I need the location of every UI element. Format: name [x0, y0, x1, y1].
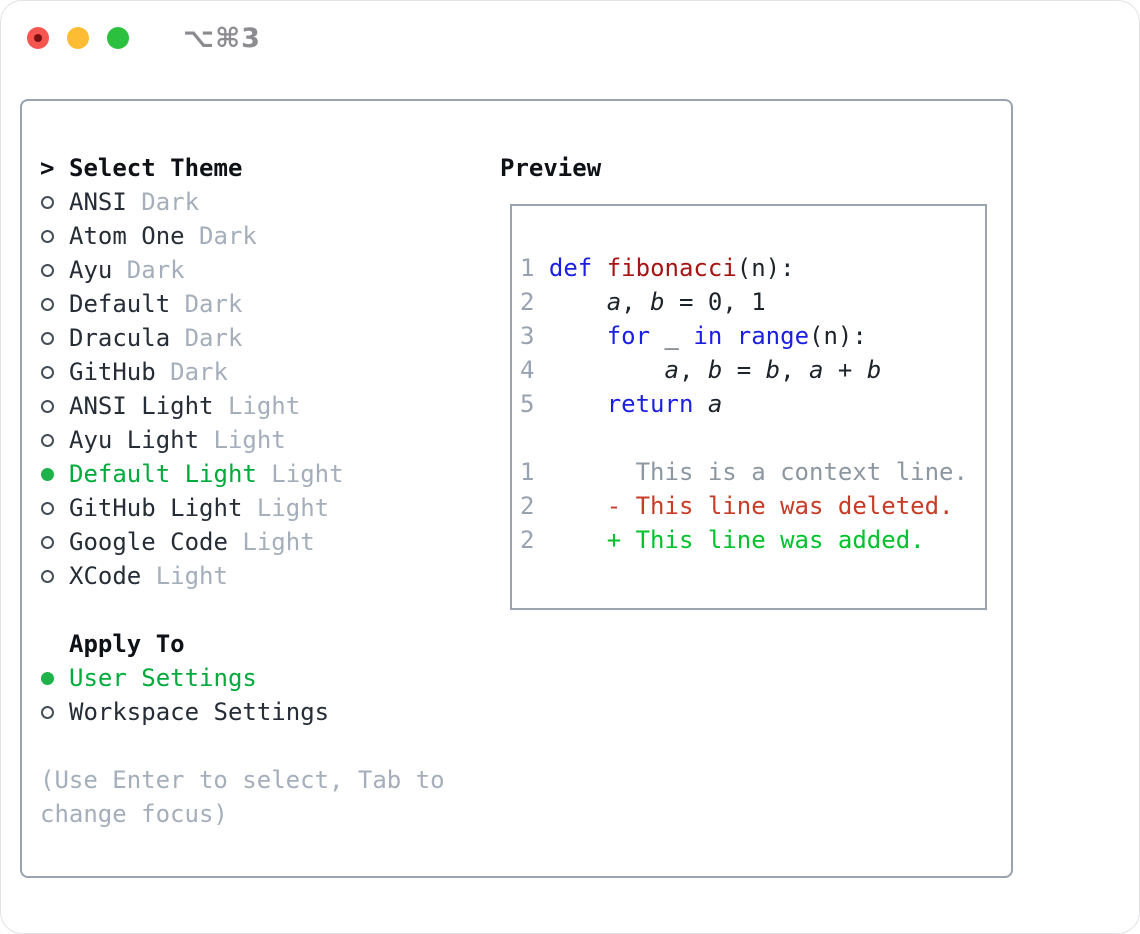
window-shortcut-label: ⌥⌘3: [183, 22, 261, 54]
line-number: 1: [520, 254, 549, 282]
theme-item-atom-one-dark[interactable]: Atom One Dark: [40, 219, 495, 253]
radio-unselected-icon: [40, 195, 69, 209]
diff-text: This is a context line.: [548, 458, 968, 486]
spacer: [40, 729, 495, 763]
preview-code-line: 5 return a: [520, 390, 723, 418]
apply-option-workspace-settings[interactable]: Workspace Settings: [40, 695, 495, 729]
apply-option-user-settings[interactable]: User Settings: [40, 661, 495, 695]
theme-item-dracula-dark[interactable]: Dracula Dark: [40, 321, 495, 355]
preview-code-line: 1 def fibonacci(n):: [520, 254, 795, 282]
close-button[interactable]: [27, 27, 49, 49]
radio-unselected-icon: [40, 229, 69, 243]
line-number: 2: [520, 526, 549, 554]
theme-item-ansi-light-light[interactable]: ANSI Light Light: [40, 389, 495, 423]
titlebar: ⌥⌘3: [27, 23, 261, 54]
theme-list-title: Select Theme: [69, 154, 243, 182]
line-number: 2: [520, 492, 549, 520]
preview-title: Preview: [500, 154, 602, 182]
theme-item-ayu-light-light[interactable]: Ayu Light Light: [40, 423, 495, 457]
preview-diff-line-added: 2 + This line was added.: [520, 523, 985, 557]
theme-variant-tag: Dark: [184, 222, 257, 250]
radio-selected-icon: [40, 671, 69, 685]
radio-unselected-icon: [40, 263, 69, 277]
theme-item-ansi-dark[interactable]: ANSI Dark: [40, 185, 495, 219]
theme-variant-tag: Dark: [155, 358, 228, 386]
theme-variant-tag: Light: [227, 528, 315, 556]
radio-unselected-icon: [40, 569, 69, 583]
theme-item-default-light-light[interactable]: Default Light Light: [40, 457, 495, 491]
theme-name: Default: [69, 290, 171, 318]
radio-unselected-icon: [40, 705, 69, 719]
hint-line: change focus): [40, 800, 228, 828]
theme-item-default-dark[interactable]: Default Dark: [40, 287, 495, 321]
theme-variant-tag: Dark: [126, 188, 200, 216]
apply-option-label: Workspace Settings: [69, 698, 330, 726]
theme-name: Atom One: [69, 222, 185, 250]
theme-variant-tag: Light: [199, 426, 286, 454]
theme-name: Ayu Light: [69, 426, 200, 454]
theme-variant-tag: Light: [141, 562, 228, 590]
theme-item-github-dark[interactable]: GitHub Dark: [40, 355, 495, 389]
theme-variant-tag: Light: [213, 392, 301, 420]
preview-code-line: 4 a, b = b, a + b: [520, 356, 882, 384]
radio-unselected-icon: [40, 365, 69, 379]
theme-name: Default Light: [69, 460, 257, 488]
preview-header: Preview: [500, 151, 601, 185]
line-number: 3: [520, 322, 549, 350]
zoom-button[interactable]: [107, 27, 129, 49]
hint-line: (Use Enter to select, Tab to: [40, 766, 445, 794]
selection-prompt-icon: >: [40, 154, 55, 182]
minimize-button[interactable]: [67, 27, 89, 49]
radio-selected-icon: [40, 467, 69, 481]
theme-list-header: > Select Theme: [40, 151, 495, 185]
apply-to-title: Apply To: [69, 630, 185, 658]
spacer: [40, 593, 495, 627]
preview-code-line: 3 for _ in range(n):: [520, 322, 867, 350]
theme-name: GitHub: [69, 358, 156, 386]
theme-variant-tag: Dark: [112, 256, 185, 284]
theme-variant-tag: Dark: [170, 324, 243, 352]
theme-item-google-code-light[interactable]: Google Code Light: [40, 525, 495, 559]
theme-name: ANSI: [69, 188, 127, 216]
line-number: 1: [520, 458, 549, 486]
line-number: 5: [520, 390, 549, 418]
close-icon: [34, 34, 42, 42]
diff-text: - This line was deleted.: [548, 492, 954, 520]
apply-to-header: Apply To: [40, 627, 495, 661]
preview-pane: 1 def fibonacci(n): 2 a, b = 0, 1 3 for _ …: [510, 204, 987, 610]
spacer: [520, 421, 985, 455]
diff-text: + This line was added.: [548, 526, 925, 554]
preview-diff-line-deleted: 2 - This line was deleted.: [520, 489, 985, 523]
theme-name: ANSI Light: [69, 392, 214, 420]
line-number: 2: [520, 288, 549, 316]
preview-diff-line-context: 1 This is a context line.: [520, 455, 985, 489]
radio-unselected-icon: [40, 535, 69, 549]
radio-unselected-icon: [40, 331, 69, 345]
theme-variant-tag: Dark: [170, 290, 243, 318]
theme-name: Ayu: [69, 256, 113, 284]
line-number: 4: [520, 356, 549, 384]
preview-content: 1 def fibonacci(n): 2 a, b = 0, 1 3 for _ …: [512, 206, 985, 557]
theme-item-github-light-light[interactable]: GitHub Light Light: [40, 491, 495, 525]
preview-code-line: 2 a, b = 0, 1: [520, 288, 766, 316]
theme-name: XCode: [69, 562, 142, 590]
radio-unselected-icon: [40, 297, 69, 311]
theme-name: GitHub Light: [69, 494, 243, 522]
hint-text: (Use Enter to select, Tab to change focus…: [40, 763, 495, 831]
theme-variant-tag: Light: [256, 460, 344, 488]
theme-name: Google Code: [69, 528, 228, 556]
theme-name: Dracula: [69, 324, 171, 352]
radio-unselected-icon: [40, 399, 69, 413]
theme-item-ayu-dark[interactable]: Ayu Dark: [40, 253, 495, 287]
radio-unselected-icon: [40, 501, 69, 515]
theme-item-xcode-light[interactable]: XCode Light: [40, 559, 495, 593]
radio-unselected-icon: [40, 433, 69, 447]
apply-option-label: User Settings: [69, 664, 257, 692]
theme-variant-tag: Light: [242, 494, 330, 522]
